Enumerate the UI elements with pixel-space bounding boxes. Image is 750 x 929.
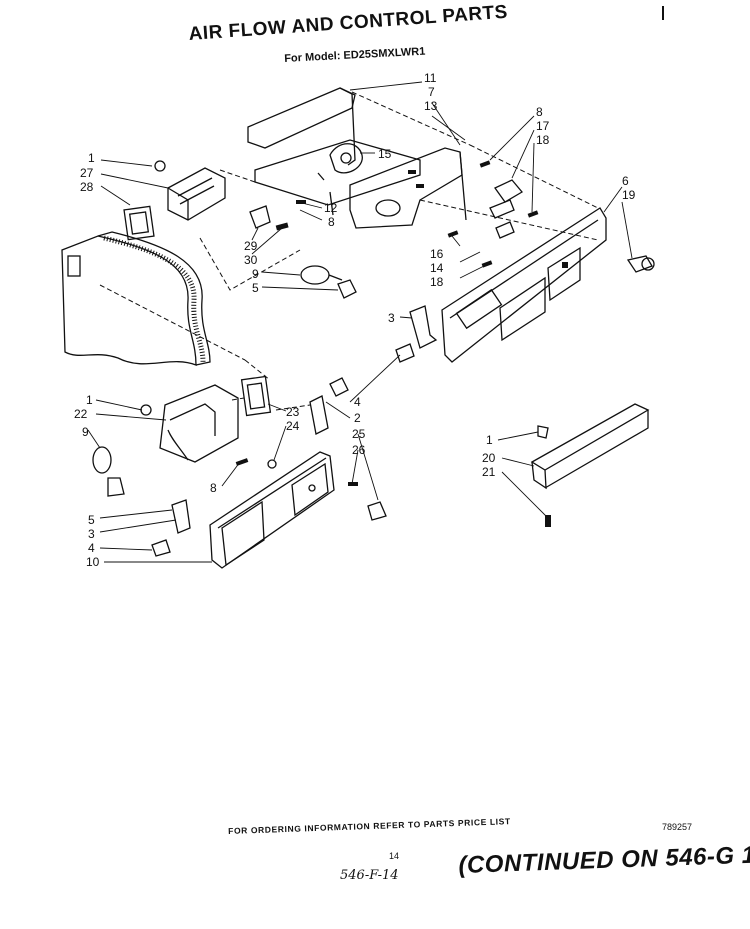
washer-part bbox=[267, 459, 277, 469]
callout-5: 5 bbox=[252, 281, 259, 295]
gasket-part bbox=[123, 205, 155, 241]
callout-13: 13 bbox=[424, 99, 438, 113]
lower-control-panel-part bbox=[209, 451, 335, 569]
lower-bracket-part bbox=[151, 499, 191, 557]
vent-housing-part bbox=[167, 167, 226, 221]
page-number: 14 bbox=[389, 851, 400, 861]
callout-15: 15 bbox=[378, 147, 392, 161]
callout-17: 17 bbox=[536, 119, 550, 133]
callout-labels: 11 7 13 8 17 18 15 1 27 28 12 8 6 19 29 … bbox=[74, 71, 636, 569]
trim-strip-part bbox=[530, 403, 650, 527]
callout-2: 2 bbox=[354, 411, 361, 425]
bracket-housing-part bbox=[349, 147, 467, 229]
upper-control-panel-part bbox=[441, 207, 607, 363]
callout-10: 10 bbox=[86, 555, 100, 569]
callout-3: 3 bbox=[388, 311, 395, 325]
lower-gasket-part bbox=[240, 375, 272, 417]
callout-21: 21 bbox=[482, 465, 496, 479]
callout-11: 11 bbox=[424, 71, 437, 85]
callout-14: 14 bbox=[430, 261, 444, 275]
lower-vent-housing-part bbox=[159, 384, 239, 463]
callout-20: 20 bbox=[482, 451, 496, 465]
nut-part bbox=[154, 160, 166, 172]
callout-29: 29 bbox=[244, 239, 258, 253]
lower-bulb-part bbox=[92, 446, 125, 497]
callout-6: 6 bbox=[622, 174, 629, 188]
switch-assembly-part bbox=[447, 160, 539, 268]
callout-26: 26 bbox=[352, 443, 366, 457]
callout-1-c: 1 bbox=[486, 433, 493, 447]
callout-30: 30 bbox=[244, 253, 258, 267]
callout-7: 7 bbox=[428, 85, 435, 99]
callout-4: 4 bbox=[354, 395, 361, 409]
callout-22: 22 bbox=[74, 407, 88, 421]
callout-23: 23 bbox=[286, 405, 300, 419]
light-bulb-part bbox=[300, 265, 357, 299]
callout-9: 9 bbox=[252, 267, 259, 281]
callout-19: 19 bbox=[622, 188, 636, 202]
callout-28: 28 bbox=[80, 180, 94, 194]
corner-mark bbox=[662, 6, 664, 20]
callout-1: 1 bbox=[88, 151, 95, 165]
callout-18-b: 18 bbox=[430, 275, 444, 289]
callout-1-b: 1 bbox=[86, 393, 93, 407]
liner-wall-part bbox=[61, 231, 211, 366]
control-housing-part bbox=[254, 139, 421, 216]
callout-12: 12 bbox=[324, 201, 338, 215]
mid-bracket-part bbox=[309, 305, 438, 435]
knob-part bbox=[626, 255, 655, 273]
lower-nut-part bbox=[140, 404, 152, 416]
callout-25: 25 bbox=[352, 427, 366, 441]
cover-plate-part bbox=[247, 87, 356, 166]
guide-lines bbox=[99, 91, 599, 411]
clip-part bbox=[348, 482, 358, 486]
callout-5-b: 5 bbox=[88, 513, 95, 527]
callout-16: 16 bbox=[430, 247, 444, 261]
callout-8: 8 bbox=[536, 105, 543, 119]
callout-8-b: 8 bbox=[328, 215, 335, 229]
handwritten-note: 546-F-14 bbox=[340, 868, 399, 883]
callout-4-b: 4 bbox=[88, 541, 95, 555]
callout-18: 18 bbox=[536, 133, 550, 147]
callout-3-b: 3 bbox=[88, 527, 95, 541]
leader-lines bbox=[87, 81, 633, 563]
document-number: 789257 bbox=[662, 822, 693, 832]
callout-27: 27 bbox=[80, 166, 94, 180]
lower-knob-part bbox=[367, 501, 387, 521]
socket-part bbox=[249, 200, 306, 231]
callout-9-b: 9 bbox=[82, 425, 89, 439]
callout-24: 24 bbox=[286, 419, 300, 433]
callout-8-c: 8 bbox=[210, 481, 217, 495]
